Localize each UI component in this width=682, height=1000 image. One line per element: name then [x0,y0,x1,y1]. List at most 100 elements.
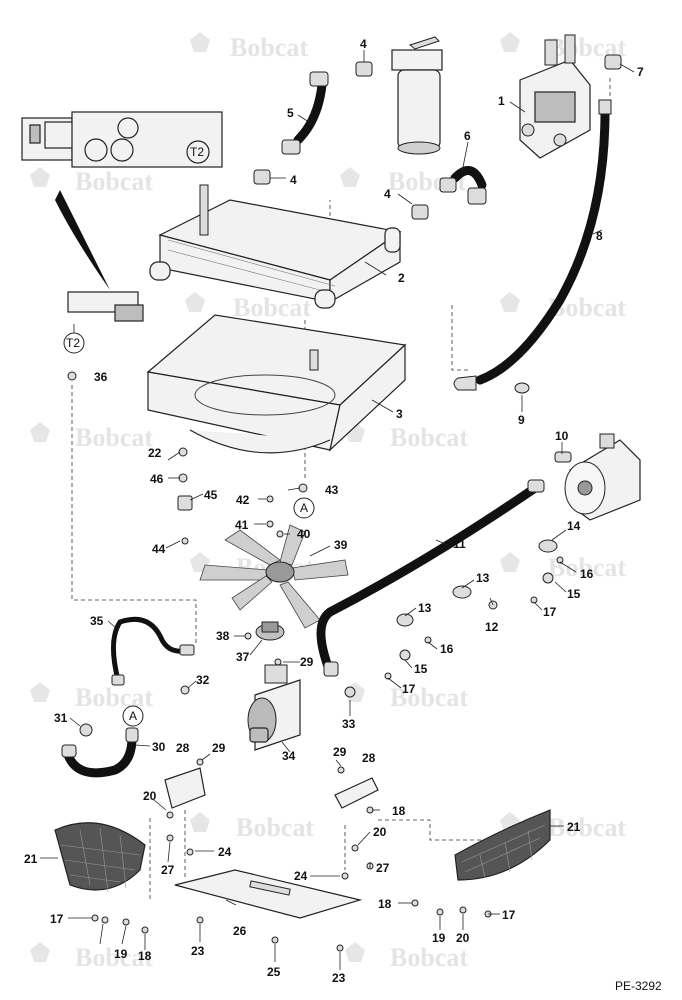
callout-41: 41 [235,518,249,532]
fitting-4 [355,61,373,77]
callout-43: 43 [325,483,339,497]
watermark-text: Bobcat [390,683,468,712]
bracket-28-left [164,767,206,809]
hose-fitting [111,674,125,686]
watermark-text: Bobcat [75,683,153,712]
callout-40: 40 [297,527,311,541]
callout-14: 14 [567,519,581,533]
callout-27: 27 [376,861,390,875]
callout-17: 17 [543,605,557,619]
callout-5: 5 [287,106,294,120]
svg-text:A: A [129,709,137,723]
callout-29: 29 [212,741,226,755]
callout-16: 16 [440,642,454,656]
hydraulic-hose-5 [293,80,327,145]
callout-19: 19 [432,931,446,945]
fitting-4 [253,169,271,185]
t2-callout-circle: T2 [63,324,85,354]
watermark-text: Bobcat [75,423,153,452]
fan-hub-37 [255,621,285,641]
callout-31: 31 [54,711,68,725]
callout-18: 18 [138,949,152,963]
callout-15: 15 [414,662,428,676]
callout-35: 35 [90,614,104,628]
screen-21-right [454,809,551,881]
callout-16: 16 [580,567,594,581]
callout-21: 21 [567,820,581,834]
callout-19: 19 [114,947,128,961]
hose-fitting [61,744,77,758]
t2-label: T2 [190,145,204,159]
clamp-9 [514,382,530,394]
hose-fitting [598,99,612,115]
hose-fitting [467,187,487,205]
bracket-28-right [334,777,379,809]
hydraulic-hose-8 [475,107,610,385]
callout-4: 4 [360,37,367,51]
watermark-text: Bobcat [390,423,468,452]
hose-fitting [281,139,301,155]
hydraulic-hose-6 [450,166,487,190]
callout-24: 24 [218,845,232,859]
watermark-text: Bobcat [75,943,153,972]
callout-13: 13 [418,601,432,615]
callout-36: 36 [94,370,108,384]
hydraulic-hose-35 [111,616,193,683]
callout-23: 23 [191,944,205,958]
callout-45: 45 [204,488,218,502]
callout-33: 33 [342,717,356,731]
callout-1: 1 [498,94,505,108]
callout-30: 30 [152,740,166,754]
callout-8: 8 [596,229,603,243]
callout-27: 27 [161,863,175,877]
hydraulic-hose-11 [316,481,543,677]
callout-11: 11 [453,537,466,551]
callout-29: 29 [300,655,314,669]
callout-13: 13 [476,571,490,585]
hose-fitting [527,479,545,493]
callout-4: 4 [384,187,391,201]
fitting-7 [604,54,622,70]
callout-12: 12 [485,620,499,634]
hose-fitting [179,644,195,656]
cooling-fan [199,524,349,629]
fan-shroud [146,314,407,454]
callout-3: 3 [396,407,403,421]
hydraulic-pump [554,433,641,521]
plate-slot [249,880,291,896]
callout-38: 38 [216,629,230,643]
watermark-text: Bobcat [390,943,468,972]
callout-10: 10 [555,429,569,443]
callout-6: 6 [464,129,471,143]
callout-44: 44 [152,542,166,556]
callout-18: 18 [392,804,406,818]
watermark-text: Bobcat [548,813,626,842]
callout-25: 25 [267,965,281,979]
hydraulic-filter [391,36,443,155]
callout-17: 17 [402,682,416,696]
hydraulic-hose-30 [63,733,137,778]
callout-26: 26 [233,924,247,938]
callout-4: 4 [290,173,297,187]
hose-fitting [309,71,329,87]
screen-21-left [54,822,146,893]
svg-text:A: A [300,501,308,515]
hardware-fasteners [67,371,564,952]
callout-21: 21 [24,852,38,866]
watermark-text: Bobcat [233,293,311,322]
callout-9: 9 [518,413,525,427]
watermark-text: Bobcat [230,33,308,62]
elbow-fitting [453,375,477,391]
watermark-layer: Bobcat Bobcat Bobcat Bobcat Bobcat Bobca… [30,32,626,972]
mounting-plate-26 [174,869,363,919]
callout-20: 20 [143,789,157,803]
callout-7: 7 [637,65,644,79]
callout-42: 42 [236,493,250,507]
hydraulic-motor-34 [247,664,301,751]
callout-39: 39 [334,538,348,552]
control-valve [519,34,591,159]
callout-20: 20 [456,931,470,945]
callout-24: 24 [294,869,308,883]
radiator-assembly [149,184,402,309]
